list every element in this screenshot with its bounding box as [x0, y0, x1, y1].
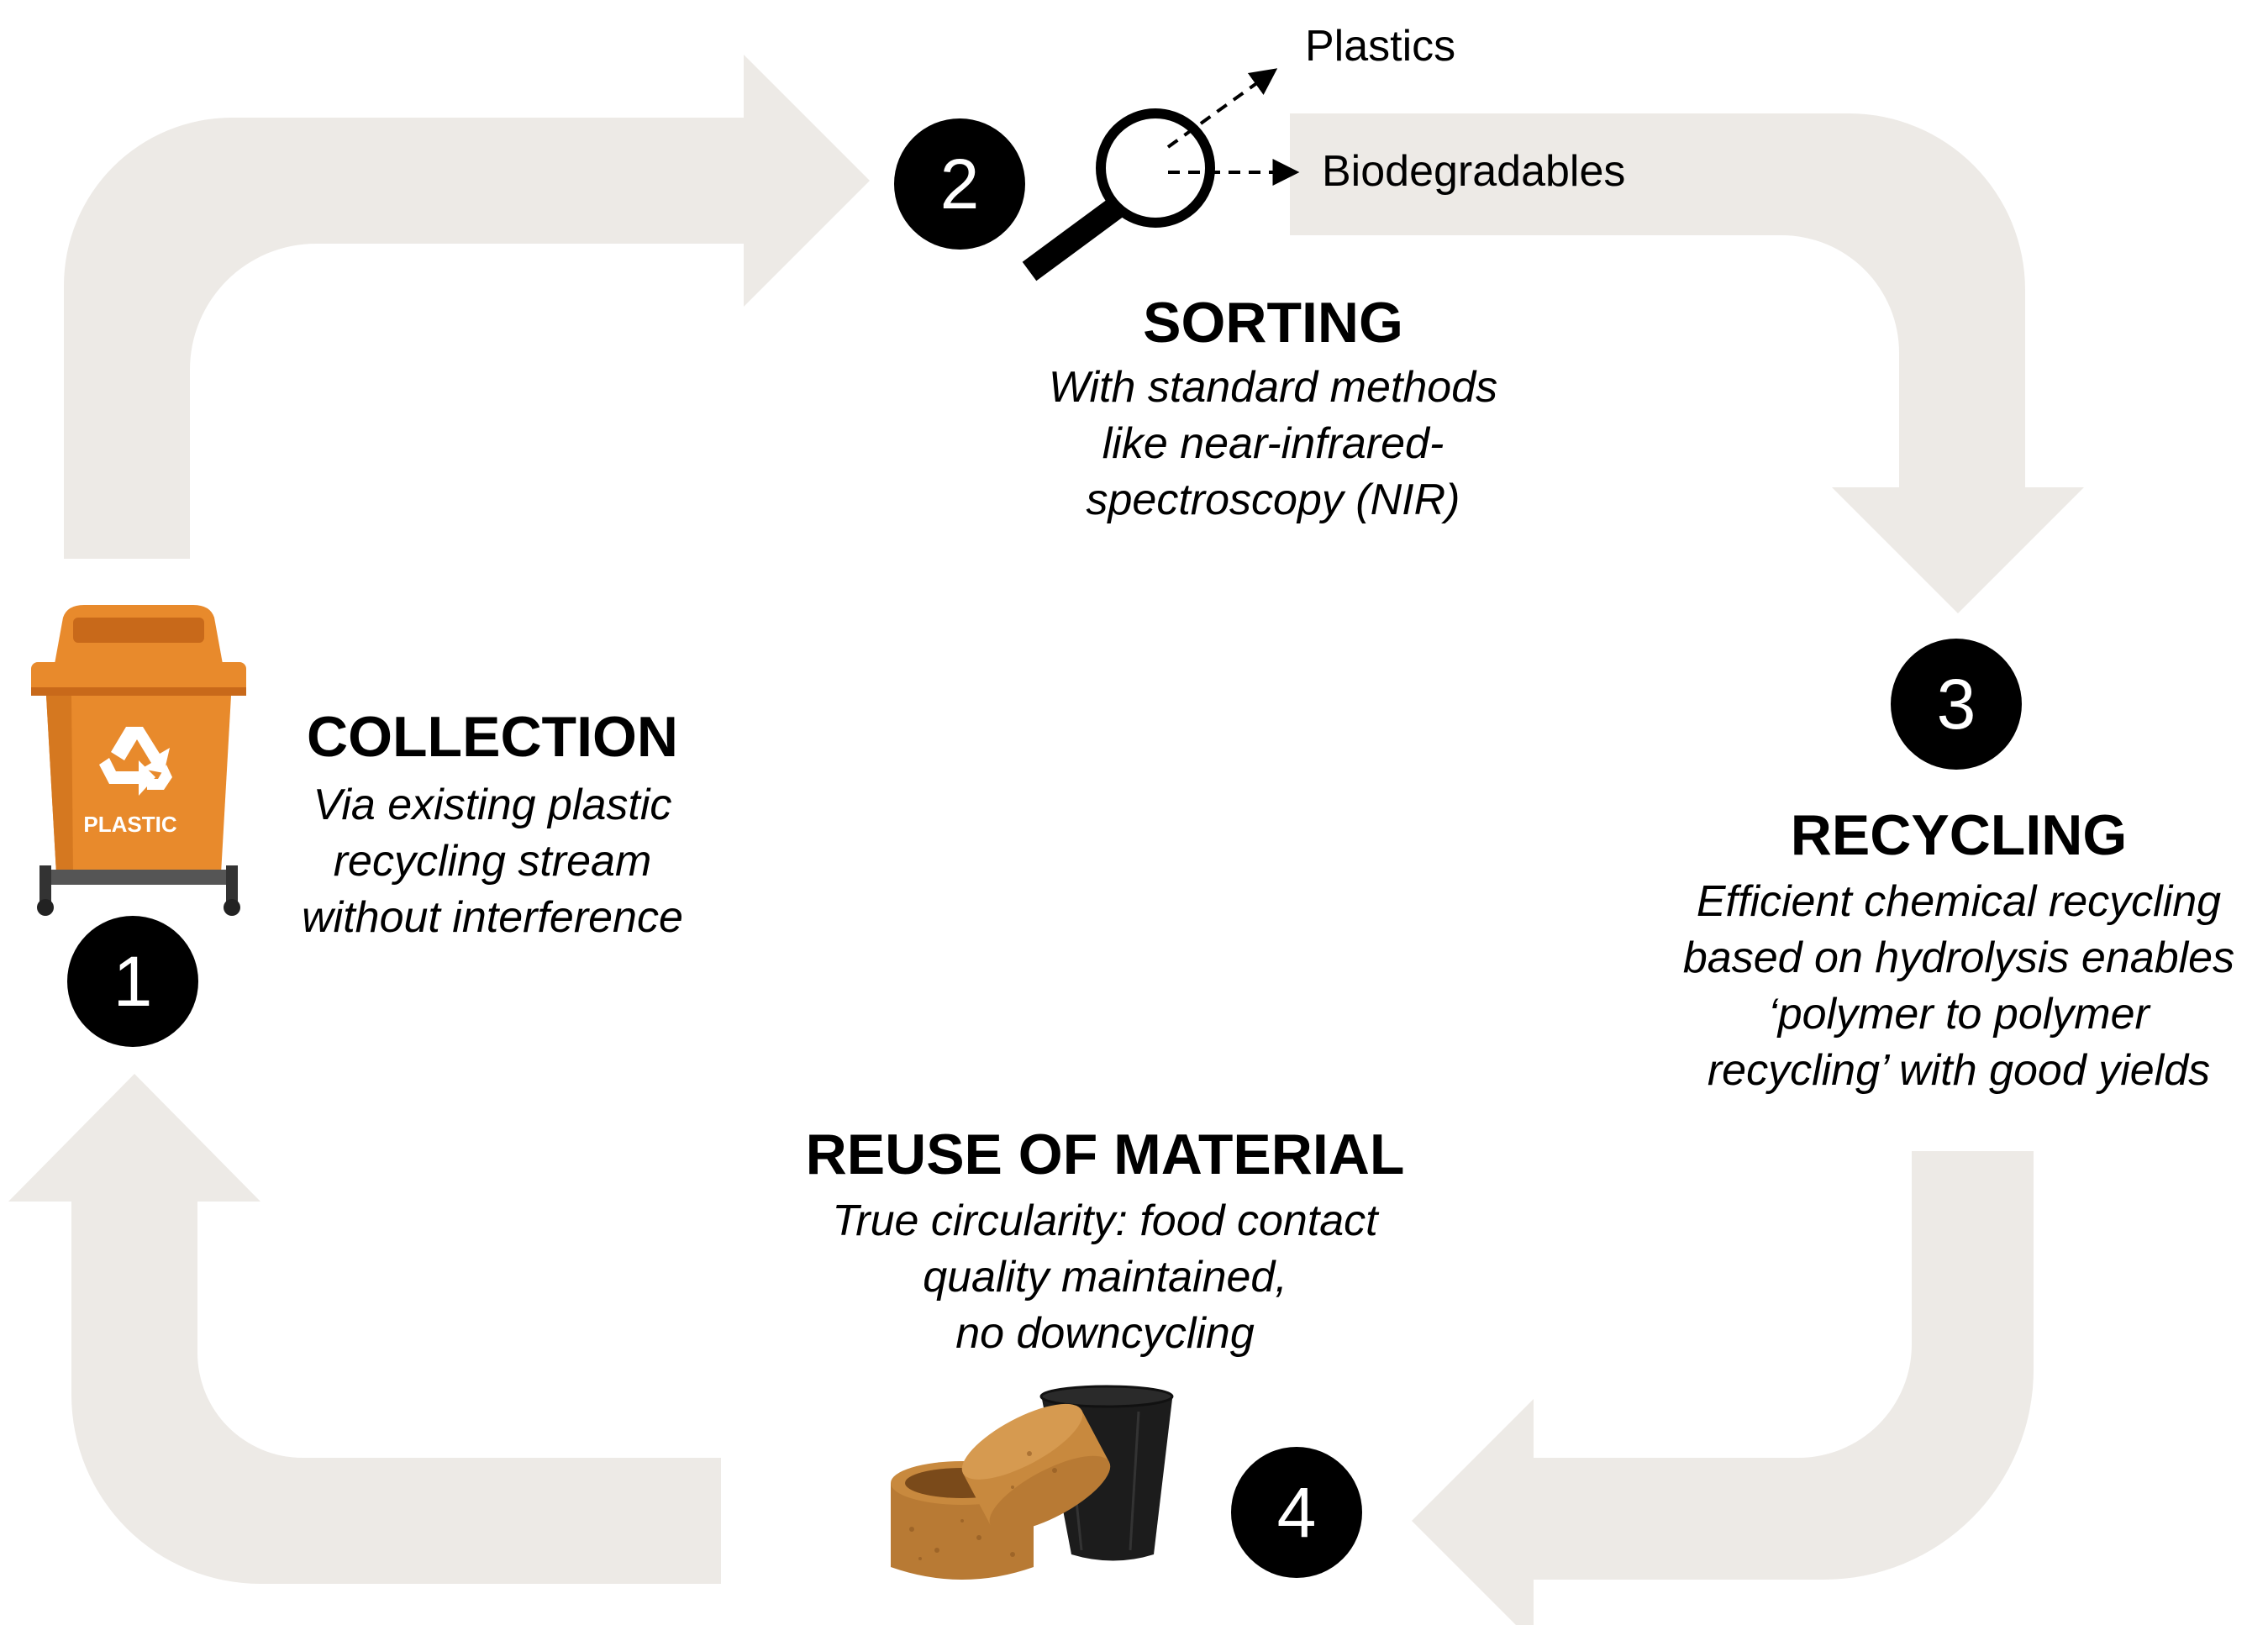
step-3-title: RECYCLING: [1790, 803, 2128, 867]
biodegradables-label: Biodegradables: [1322, 147, 1626, 196]
orange-recycling-bin-icon: PLASTIC: [31, 605, 246, 916]
step-1-desc-line: Via existing plastic: [313, 781, 672, 829]
step-1-title: COLLECTION: [307, 705, 678, 769]
arrow-to-plastics: [1166, 68, 1278, 149]
arrow-collection-to-sorting: [64, 55, 870, 559]
plastics-label: Plastics: [1305, 22, 1456, 71]
step-2-badge: 2: [894, 118, 1025, 250]
step-2-number: 2: [939, 144, 980, 224]
step-3-number: 3: [1936, 664, 1976, 744]
step-4-title: REUSE OF MATERIAL: [805, 1123, 1405, 1186]
step-2-desc-line: With standard methods: [1048, 363, 1498, 412]
bin-label: PLASTIC: [83, 812, 176, 837]
magnifying-glass-icon: [1022, 108, 1215, 281]
sorting-output-arrows: [1166, 68, 1300, 186]
step-2-desc-line: spectroscopy (NIR): [1086, 476, 1460, 524]
step-1-desc-line: recycling stream: [333, 837, 652, 886]
step-2-desc-line: like near-infrared-: [1102, 419, 1444, 468]
step-4-description: True circularity: food contact quality m…: [794, 1193, 1416, 1362]
step-3-desc-line: Efficient chemical recycling: [1696, 877, 2222, 926]
arrow-recycling-to-reuse: [1412, 1151, 2034, 1625]
step-4-number: 4: [1276, 1472, 1317, 1552]
step-2-description: With standard methods like near-infrared…: [1004, 360, 1542, 529]
step-4-desc-line: no downcycling: [955, 1309, 1255, 1358]
step-3-desc-line: ‘polymer to polymer: [1768, 990, 2150, 1039]
step-3-desc-line: recycling’ with good yields: [1707, 1046, 2211, 1095]
arrow-sorting-to-recycling: [1290, 113, 2084, 613]
step-1-desc-line: without interference: [302, 893, 683, 942]
arrow-reuse-to-collection: [8, 1074, 721, 1584]
step-4-desc-line: True circularity: food contact: [832, 1196, 1378, 1245]
step-1-badge: 1: [67, 916, 198, 1047]
step-4-badge: 4: [1231, 1447, 1362, 1578]
step-3-badge: 3: [1891, 639, 2022, 770]
cork-jar-and-cup-icon: [891, 1385, 1174, 1580]
step-3-desc-line: based on hydrolysis enables: [1682, 933, 2235, 982]
step-1-description: Via existing plastic recycling stream wi…: [266, 777, 719, 946]
step-1-number: 1: [113, 941, 153, 1021]
step-3-description: Efficient chemical recycling based on hy…: [1656, 874, 2261, 1099]
step-2-title: SORTING: [1143, 291, 1403, 355]
step-4-desc-line: quality maintained,: [923, 1253, 1287, 1302]
